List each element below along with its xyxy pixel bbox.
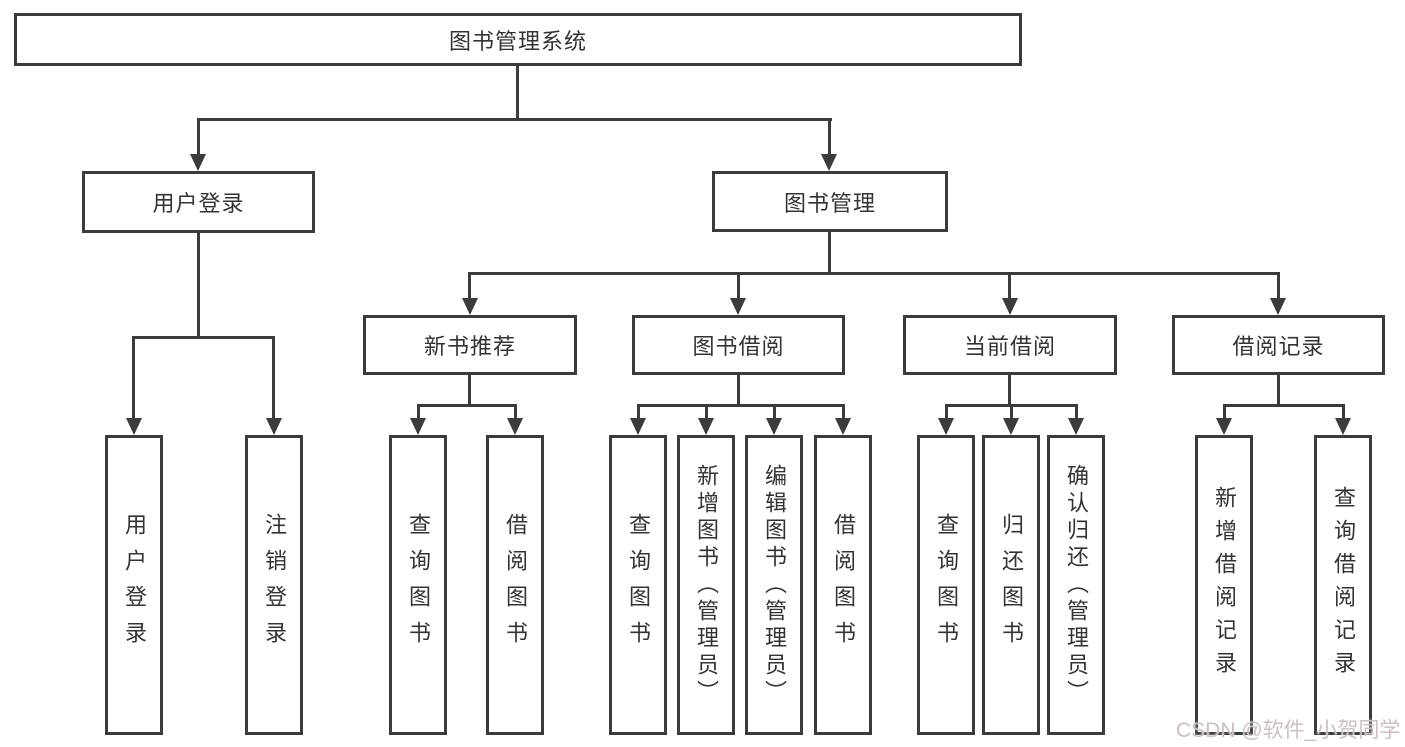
- connector-root-branch: [197, 118, 832, 121]
- node-label: 新书推荐: [423, 334, 516, 359]
- connector-login-branch: [132, 336, 275, 339]
- leaf-label: 新增借阅记录: [1212, 486, 1237, 684]
- leaf-label: 注销登录: [262, 513, 287, 657]
- leaf-label: 用户登录: [122, 513, 147, 657]
- root-node-label: 图书管理系统: [448, 28, 587, 54]
- connector-drop-leaf: [842, 404, 845, 420]
- arrowhead-leaf: [698, 418, 714, 435]
- node-book-management: 图书管理: [712, 171, 948, 232]
- leaf-search-books-current: 查询图书: [917, 435, 975, 735]
- connector-drop-l3: [468, 272, 471, 300]
- leaf-search-books-borrow: 查询图书: [609, 435, 667, 735]
- connector-drop-leaf: [945, 404, 948, 420]
- leaf-label: 编辑图书（管理员）: [762, 463, 787, 707]
- connector-drop-leaf: [417, 404, 420, 420]
- leaf-logout: 注销登录: [245, 435, 303, 735]
- connector-management-branch: [469, 272, 1280, 275]
- connector-l3-branch: [637, 404, 845, 407]
- root-node-library-system: 图书管理系统: [14, 13, 1022, 66]
- arrowhead-leaf: [630, 418, 646, 435]
- leaf-label: 归还图书: [999, 513, 1024, 657]
- node-label: 图书管理: [783, 190, 876, 216]
- connector-drop-leaf: [705, 404, 708, 420]
- node-current-borrow: 当前借阅: [903, 315, 1117, 375]
- connector-login-stem: [197, 233, 200, 336]
- leaf-user-login: 用户登录: [105, 435, 163, 735]
- connector-l3-stem: [737, 375, 740, 406]
- arrowhead-leaf: [938, 418, 954, 435]
- leaf-label: 查询借阅记录: [1331, 486, 1356, 684]
- connector-l3-branch: [1223, 404, 1345, 407]
- leaf-add-borrow-record: 新增借阅记录: [1195, 435, 1253, 735]
- connector-l3-stem: [1277, 375, 1280, 406]
- leaf-label: 查询图书: [406, 513, 431, 657]
- connector-management-stem: [828, 232, 831, 272]
- node-borrow-records: 借阅记录: [1172, 315, 1385, 375]
- node-label: 当前借阅: [963, 334, 1056, 359]
- leaf-confirm-return-admin: 确认归还（管理员）: [1047, 435, 1105, 735]
- arrowhead-leaf: [410, 418, 426, 435]
- arrowhead-l3: [1002, 298, 1018, 315]
- node-book-borrow: 图书借阅: [632, 315, 845, 375]
- arrowhead-leaf: [1335, 418, 1351, 435]
- arrowhead-leaf: [1068, 418, 1084, 435]
- connector-drop-leaf: [1075, 404, 1078, 420]
- connector-drop-leaf: [272, 336, 275, 419]
- connector-drop-book-management: [828, 118, 831, 155]
- arrowhead-leaf: [126, 418, 142, 435]
- leaf-label: 新增图书（管理员）: [694, 463, 719, 707]
- node-user-login: 用户登录: [82, 171, 315, 233]
- leaf-borrow-books: 借阅图书: [814, 435, 872, 735]
- node-label: 图书借阅: [692, 334, 785, 359]
- connector-drop-user-login: [197, 118, 200, 155]
- connector-drop-leaf: [637, 404, 640, 420]
- arrowhead-leaf: [1216, 418, 1232, 435]
- arrowhead-l3: [730, 298, 746, 315]
- connector-l3-stem: [1008, 375, 1011, 406]
- connector-l3-branch: [417, 404, 517, 407]
- arrowhead-leaf: [835, 418, 851, 435]
- leaf-search-borrow-record: 查询借阅记录: [1314, 435, 1372, 735]
- connector-root-stem: [516, 66, 519, 118]
- connector-drop-leaf: [1223, 404, 1226, 420]
- connector-drop-leaf: [514, 404, 517, 420]
- leaf-label: 确认归还（管理员）: [1064, 463, 1089, 707]
- arrowhead-l3: [462, 298, 478, 315]
- arrowhead-l3: [1270, 298, 1286, 315]
- arrowhead-leaf: [266, 418, 282, 435]
- arrowhead-leaf: [766, 418, 782, 435]
- leaf-label: 借阅图书: [831, 513, 856, 657]
- leaf-label: 借阅图书: [503, 513, 528, 657]
- node-label: 用户登录: [152, 191, 245, 216]
- leaf-return-books: 归还图书: [982, 435, 1040, 735]
- connector-drop-l3: [1008, 272, 1011, 300]
- arrowhead-leaf: [1003, 418, 1019, 435]
- leaf-label: 查询图书: [934, 513, 959, 657]
- leaf-edit-books-admin: 编辑图书（管理员）: [745, 435, 803, 735]
- connector-drop-leaf: [132, 336, 135, 419]
- leaf-borrow-books-recommend: 借阅图书: [486, 435, 544, 735]
- csdn-watermark: CSDN @软件_小贺同学: [1176, 719, 1401, 742]
- connector-drop-l3: [737, 272, 740, 300]
- leaf-label: 查询图书: [626, 513, 651, 657]
- arrowhead-leaf: [507, 418, 523, 435]
- arrowhead-book-management: [821, 154, 837, 171]
- arrowhead-user-login: [190, 154, 206, 171]
- connector-drop-leaf: [1010, 404, 1013, 420]
- connector-l3-stem: [468, 375, 471, 406]
- connector-drop-leaf: [1342, 404, 1345, 420]
- node-new-book-recommend: 新书推荐: [363, 315, 577, 375]
- leaf-add-books-admin: 新增图书（管理员）: [677, 435, 735, 735]
- connector-drop-leaf: [773, 404, 776, 420]
- leaf-search-books-recommend: 查询图书: [389, 435, 447, 735]
- node-label: 借阅记录: [1232, 334, 1325, 359]
- connector-drop-l3: [1277, 272, 1280, 300]
